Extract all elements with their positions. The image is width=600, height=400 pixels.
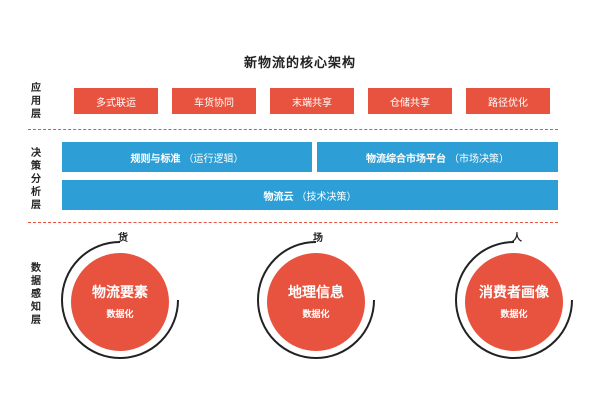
arc-icon-people <box>455 241 573 359</box>
layer-divider-top <box>28 129 558 130</box>
diagram-title: 新物流的核心架构 <box>243 56 356 71</box>
perception-sub-consumer: 数据化 <box>500 310 528 320</box>
arc-icon-place <box>257 241 375 359</box>
perception-sub-geo: 数据化 <box>302 310 330 320</box>
app-item-last-mile: 末端共享 <box>270 88 354 114</box>
decision-market-bar: 物流综合市场平台 （市场决策） <box>317 142 558 172</box>
perception-name-geo: 地理信息 <box>288 285 344 301</box>
decision-market-sub: （市场决策） <box>449 153 509 165</box>
decision-cloud-main: 物流云 <box>263 191 294 203</box>
decision-rules-bar: 规则与标准 （运行逻辑） <box>62 142 312 172</box>
arc-icon-goods <box>61 241 179 359</box>
perception-circle-geo: 地理信息 数据化 <box>267 253 365 351</box>
decision-cloud-bar: 物流云 （技术决策） <box>62 180 558 210</box>
perception-name-consumer: 消费者画像 <box>479 285 549 301</box>
perception-circle-consumer: 消费者画像 数据化 <box>465 253 563 351</box>
app-item-warehouse: 仓储共享 <box>368 88 452 114</box>
app-item-multimodal: 多式联运 <box>74 88 158 114</box>
perception-sub-logistics: 数据化 <box>106 310 134 320</box>
perception-name-logistics: 物流要素 <box>92 285 148 301</box>
layer-label-decision: 决策分析层 <box>31 148 41 211</box>
app-item-route: 路径优化 <box>466 88 550 114</box>
perception-tag-people: 人 <box>512 233 522 244</box>
decision-rules-sub: （运行逻辑） <box>183 153 244 165</box>
decision-cloud-sub: （技术决策） <box>296 191 357 203</box>
layer-label-application: 应用层 <box>31 83 41 120</box>
layer-label-perception: 数据感知层 <box>31 263 41 326</box>
decision-market-main: 物流综合市场平台 <box>366 153 446 165</box>
perception-circle-logistics: 物流要素 数据化 <box>71 253 169 351</box>
perception-tag-goods: 货 <box>118 233 128 244</box>
perception-tag-place: 场 <box>313 233 323 244</box>
app-item-vehicle-cargo: 车货协同 <box>172 88 256 114</box>
decision-rules-main: 规则与标准 <box>130 153 181 165</box>
layer-divider-bottom <box>28 222 558 223</box>
